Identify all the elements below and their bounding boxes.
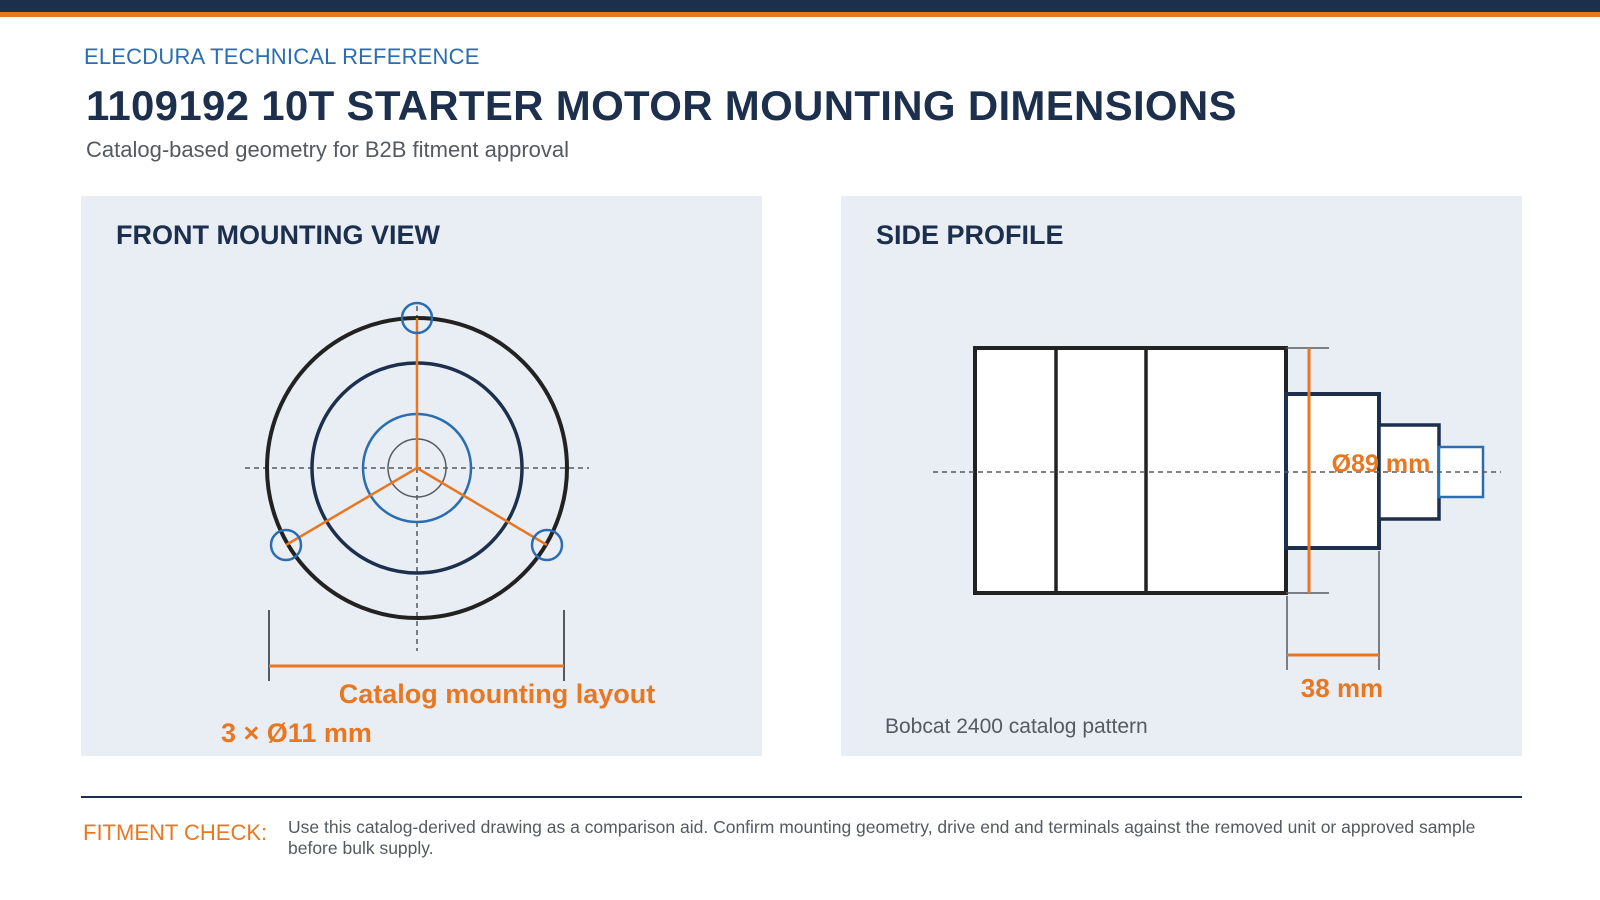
motor-body xyxy=(973,346,1288,595)
side-view-title: SIDE PROFILE xyxy=(876,220,1064,250)
front-view-panel: FRONT MOUNTING VIEW Catalog mounting lay… xyxy=(81,196,762,756)
fitment-check-text: Use this catalog-derived drawing as a co… xyxy=(288,817,1476,858)
front-view-title: FRONT MOUNTING VIEW xyxy=(116,220,440,250)
front-view-drawing: Catalog mounting layout 3 × Ø11 mm xyxy=(221,301,656,748)
footer-divider xyxy=(81,796,1522,798)
mounting-hole-left xyxy=(269,528,303,562)
mounting-hole-right xyxy=(530,528,564,562)
diameter-label: Ø89 mm xyxy=(1332,450,1431,478)
layout-label: Catalog mounting layout xyxy=(339,679,656,709)
top-accent-stripe xyxy=(0,12,1600,17)
radial-line-right xyxy=(416,466,548,547)
fitment-check-label: FITMENT CHECK: xyxy=(83,820,268,845)
side-view-panel: SIDE PROFILE Ø89 mm 38 mm Bobcat 2400 ca… xyxy=(841,196,1522,756)
pattern-label: Bobcat 2400 catalog pattern xyxy=(885,715,1148,738)
page-subtitle: Catalog-based geometry for B2B fitment a… xyxy=(86,137,570,162)
mounting-hole-top xyxy=(400,301,434,335)
eyebrow-label: ELECDURA TECHNICAL REFERENCE xyxy=(84,44,480,69)
length-label: 38 mm xyxy=(1301,673,1383,703)
radial-line-left xyxy=(285,466,418,547)
top-accent-bar xyxy=(0,0,1600,12)
hole-spec-label: 3 × Ø11 mm xyxy=(221,718,372,748)
side-view-drawing: Ø89 mm 38 mm Bobcat 2400 catalog pattern xyxy=(885,346,1501,738)
page-title: 1109192 10T STARTER MOTOR MOUNTING DIMEN… xyxy=(86,82,1237,129)
